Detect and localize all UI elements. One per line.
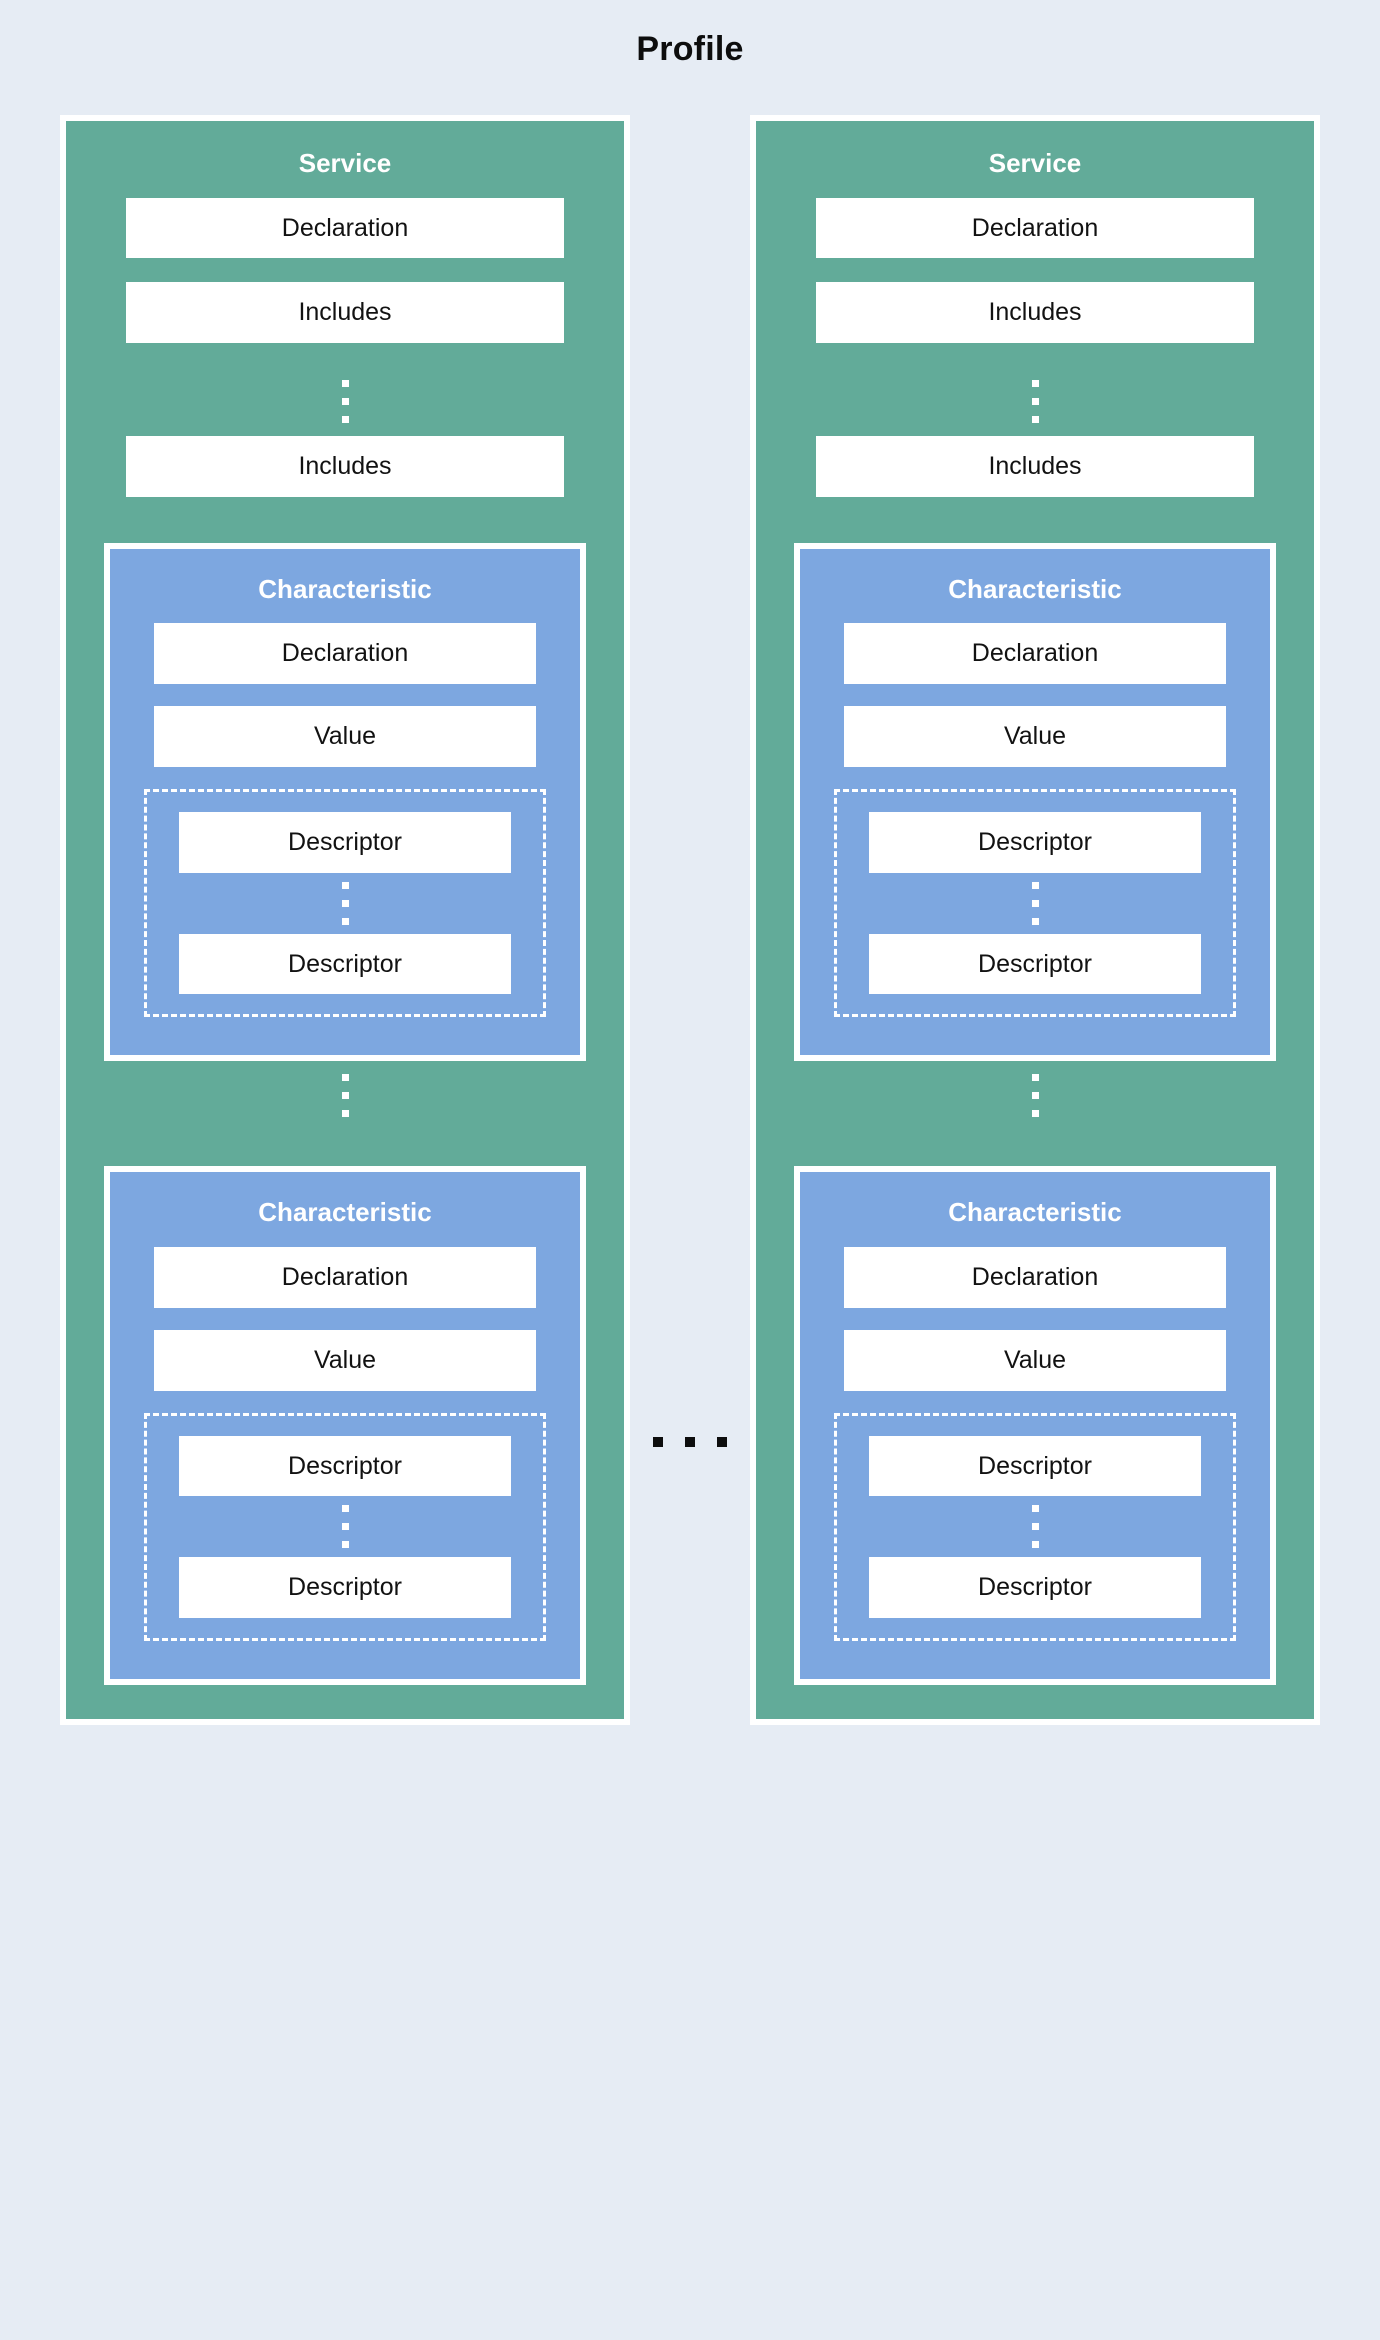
descriptor-box[interactable]: Descriptor (869, 1435, 1201, 1497)
service-title: Service (298, 148, 392, 178)
vertical-ellipsis-icon (849, 1496, 1221, 1557)
characteristic-declaration-box[interactable]: Declaration (154, 1247, 536, 1308)
vertical-ellipsis-icon (794, 1061, 1276, 1130)
horizontal-ellipsis-icon (653, 1437, 727, 1447)
descriptor-group: Descriptor Descriptor (144, 788, 546, 1018)
characteristic-card[interactable]: Characteristic Declaration Value Descrip… (104, 1166, 586, 1686)
characteristic-value-box[interactable]: Value (844, 1329, 1226, 1391)
ellipsis-dot (717, 1437, 727, 1447)
characteristic-card[interactable]: Characteristic Declaration Value Descrip… (794, 1166, 1276, 1686)
ellipsis-dot (341, 1523, 349, 1531)
ellipsis-dot (341, 1074, 349, 1082)
descriptor-group: Descriptor Descriptor (834, 788, 1236, 1018)
characteristic-card[interactable]: Characteristic Declaration Value Descrip… (104, 542, 586, 1062)
ellipsis-dot (341, 416, 349, 424)
ellipsis-dot (1031, 1541, 1039, 1549)
service-declaration-box[interactable]: Declaration (816, 197, 1254, 259)
service-title: Service (988, 148, 1082, 178)
vertical-ellipsis-icon (104, 367, 586, 436)
ellipsis-dot (341, 1092, 349, 1100)
ellipsis-dot (1031, 917, 1039, 925)
ellipsis-dot (1031, 881, 1039, 889)
ellipsis-dot (341, 1505, 349, 1513)
vertical-ellipsis-icon (849, 873, 1221, 934)
ellipsis-dot (1031, 380, 1039, 388)
vertical-ellipsis-icon (794, 367, 1276, 436)
characteristic-value-box[interactable]: Value (154, 1329, 536, 1391)
ellipsis-dot (1031, 1110, 1039, 1118)
characteristic-card[interactable]: Characteristic Declaration Value Descrip… (794, 542, 1276, 1062)
characteristic-value-box[interactable]: Value (154, 706, 536, 767)
characteristic-title: Characteristic (948, 1197, 1122, 1228)
service-card[interactable]: Service Declaration Includes Includes Ch… (60, 115, 630, 1726)
ellipsis-dot (1031, 1092, 1039, 1100)
ellipsis-dot (341, 398, 349, 406)
descriptor-box[interactable]: Descriptor (179, 1435, 511, 1497)
characteristic-declaration-box[interactable]: Declaration (844, 623, 1226, 685)
ellipsis-dot (685, 1437, 695, 1447)
page-title: Profile (636, 30, 744, 68)
descriptor-box[interactable]: Descriptor (869, 1557, 1201, 1619)
characteristic-title: Characteristic (948, 573, 1122, 604)
descriptor-box[interactable]: Descriptor (179, 933, 511, 995)
descriptor-box[interactable]: Descriptor (179, 811, 511, 873)
service-columns: Service Declaration Includes Includes Ch… (0, 115, 1380, 1726)
ellipsis-dot (1031, 1505, 1039, 1513)
descriptor-group: Descriptor Descriptor (144, 1412, 546, 1642)
ellipsis-dot (341, 881, 349, 889)
service-declaration-box[interactable]: Declaration (126, 197, 564, 259)
characteristic-title: Characteristic (258, 573, 432, 604)
ellipsis-dot (341, 380, 349, 388)
vertical-ellipsis-icon (104, 1061, 586, 1130)
columns-gap (630, 115, 750, 1725)
ellipsis-dot (1031, 398, 1039, 406)
service-card[interactable]: Service Declaration Includes Includes Ch… (750, 115, 1320, 1726)
ellipsis-dot (1031, 416, 1039, 424)
ellipsis-dot (653, 1437, 663, 1447)
characteristic-declaration-box[interactable]: Declaration (154, 623, 536, 685)
ellipsis-dot (341, 1541, 349, 1549)
service-includes-box[interactable]: Includes (126, 282, 564, 344)
characteristic-title: Characteristic (258, 1197, 432, 1228)
vertical-ellipsis-icon (159, 1496, 531, 1557)
ellipsis-dot (1031, 1523, 1039, 1531)
service-includes-box[interactable]: Includes (816, 282, 1254, 344)
ellipsis-dot (1031, 1074, 1039, 1082)
service-includes-box[interactable]: Includes (126, 436, 564, 497)
ellipsis-dot (341, 899, 349, 907)
characteristic-declaration-box[interactable]: Declaration (844, 1247, 1226, 1308)
vertical-ellipsis-icon (159, 873, 531, 934)
ellipsis-dot (1031, 899, 1039, 907)
descriptor-group: Descriptor Descriptor (834, 1412, 1236, 1642)
descriptor-box[interactable]: Descriptor (869, 811, 1201, 873)
service-includes-box[interactable]: Includes (816, 436, 1254, 497)
descriptor-box[interactable]: Descriptor (869, 933, 1201, 995)
characteristic-value-box[interactable]: Value (844, 706, 1226, 767)
ellipsis-dot (341, 917, 349, 925)
descriptor-box[interactable]: Descriptor (179, 1557, 511, 1619)
ellipsis-dot (341, 1110, 349, 1118)
